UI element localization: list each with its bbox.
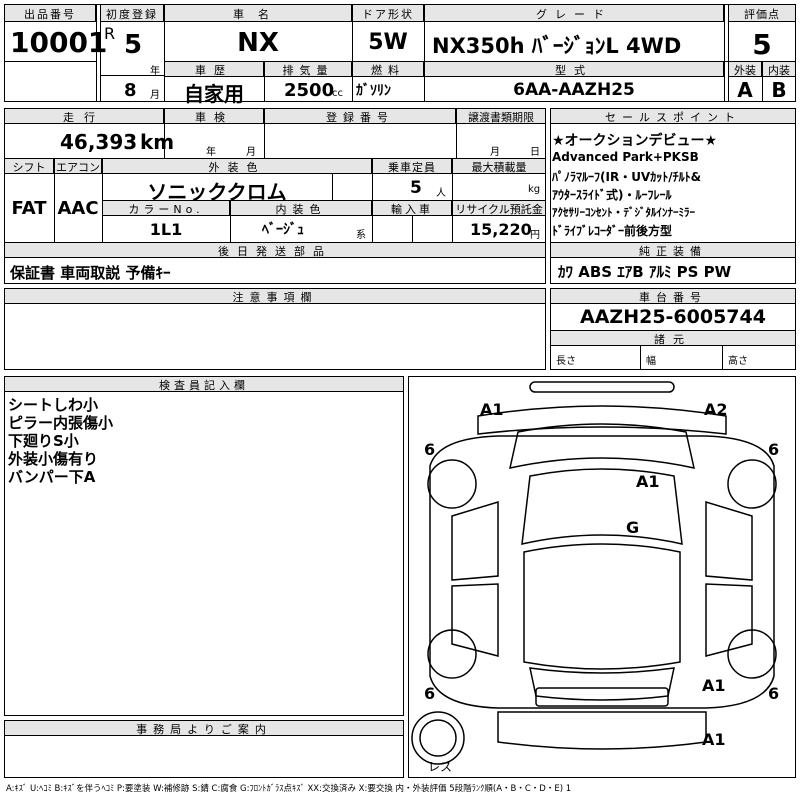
year-unit: 年 [150,66,160,77]
cc-label: 排気量 [282,64,334,77]
car-name-label: 車名 [233,8,283,21]
inspection-label: 車検 [195,111,233,124]
month-value: 8 [124,80,137,101]
recycle-label: リサイクル預託金 [455,203,543,216]
ac-value: AAC [57,198,99,219]
ac-label: エアコン [56,161,100,174]
sales-line: ｱｸｾｻﾘｰｺﾝｾﾝﾄ・ﾃﾞｼﾞﾀﾙｲﾝﾅｰﾐﾗｰ [552,206,695,219]
damage-mark: 6 [424,684,436,703]
load-unit: kg [528,184,541,195]
dims-label: 諸元 [654,333,692,346]
cc-unit: cc [332,88,343,99]
car-diagram [411,381,777,765]
import-label: 輸入車 [391,203,433,216]
model-value: 6AA-AAZH25 [513,80,635,100]
history-value: 自家用 [184,82,244,106]
int-color-unit: 系 [356,230,366,241]
model-label: 型式 [555,64,593,77]
later-parts-label: 後日発送部品 [218,245,332,258]
grade-label: グレード [536,8,612,21]
footer-legend: A:ｷｽﾞ U:ﾍｺﾐ B:ｷｽﾞを伴うﾍｺﾐ P:要塗装 W:補修跡 S:錆 … [6,784,572,794]
ext-label: 外装 [734,64,756,77]
office-label: 事務局よりご案内 [136,723,272,736]
first-reg-label: 初度登録 [106,8,158,21]
inspector-note: シートしわ小 [8,396,99,414]
damage-mark: A1 [702,730,726,749]
reg-no-label: 登録番号 [326,111,394,124]
int-label: 内装 [768,64,790,77]
door-value: 5W [368,30,408,55]
inspector-note: ピラー内張傷小 [8,414,114,432]
grade-value: NX350h ﾊﾞｰｼﾞｮﾝL 4WD [432,34,682,58]
height-label: 高さ [728,356,748,367]
score-label: 評価点 [744,8,780,21]
lot-label-cell [4,4,96,22]
car-diagram-block [408,376,796,778]
sales-line: ｱｳﾀｰｽﾗｲﾄﾞ式)・ﾙｰﾌﾚｰﾙ [552,188,672,202]
tr-day-unit: 日 [530,147,540,158]
lot-value: 10001 [10,26,108,59]
era-value: R [104,24,116,43]
inspector-note: 外装小傷有り [8,450,99,468]
later-parts-value: 保証書 車両取説 予備ｷｰ [10,264,171,282]
ins-month-unit: 月 [246,147,256,158]
less-label: レス [428,760,453,774]
fuel-value: ｶﾞｿﾘﾝ [356,83,391,99]
capacity-unit: 人 [436,188,446,199]
color-label: 外装色 [208,161,266,174]
mileage-value: 46,393 [60,130,138,154]
color-no-label: カラーNo. [128,203,204,216]
int-color-value: ﾍﾞｰｼﾞｭ [262,222,304,238]
damage-mark: G [626,518,640,537]
transfer-label: 譲渡書類期限 [468,111,534,124]
chassis-label: 車台番号 [639,291,707,304]
damage-mark: 6 [424,440,436,459]
ext-value: A [737,78,753,102]
damage-mark: 6 [768,440,780,459]
cc-value: 2500 [284,80,335,101]
month-unit: 月 [150,90,160,101]
caution-label: 注意事項欄 [232,291,318,304]
score-value: 5 [752,28,772,61]
door-label: ドア形状 [362,8,414,21]
load-label: 最大積載量 [471,161,527,174]
chassis-value: AAZH25-6005744 [580,306,766,328]
recycle-value: 15,220 [470,220,532,239]
tr-month-unit: 月 [490,147,500,158]
sales-line: ﾊﾟﾉﾗﾏﾙｰﾌ(IR・UVｶｯﾄ/ﾁﾙﾄ& [552,170,702,184]
sales-line: Advanced Park+PKSB [552,150,699,164]
car-name-value: NX [237,28,279,58]
inspector-note: 下廻りS小 [8,432,79,450]
fuel-label: 燃料 [371,64,405,77]
capacity-value: 5 [410,178,422,198]
shift-label: シフト [12,161,46,174]
color-no-value: 1L1 [149,220,183,239]
equipment-label: 純正装備 [639,245,707,258]
int-value: B [771,78,787,102]
shift-value: FAT [11,198,47,219]
inspector-label: 検査員記入欄 [159,379,249,392]
mileage-label: 走行 [63,111,105,124]
sales-line: ﾄﾞﾗｲﾌﾞﾚｺｰﾀﾞｰ前後方型 [552,224,673,238]
inspector-note: バンパー下A [8,468,96,486]
damage-mark: A1 [636,472,660,491]
mileage-unit: km [140,130,175,154]
equipment-value: ｶﾜ ABS ｴｱB ｱﾙﾐ PS PW [558,263,732,281]
lot-label: 出品番号 [24,8,76,21]
damage-mark: A2 [704,400,728,419]
sales-line: ★オークションデビュー★ [552,133,718,149]
int-color-label: 内装色 [275,203,327,216]
sales-label: セールスポイント [605,111,741,124]
width-label: 幅 [646,356,656,367]
recycle-unit: 円 [530,230,540,241]
history-label: 車歴 [195,64,233,77]
damage-mark: A1 [480,400,504,419]
capacity-label: 乗車定員 [388,161,436,174]
length-label: 長さ [556,356,576,367]
year-value: 5 [124,30,143,60]
damage-mark: 6 [768,684,780,703]
ins-year-unit: 年 [206,147,216,158]
damage-mark: A1 [702,676,726,695]
